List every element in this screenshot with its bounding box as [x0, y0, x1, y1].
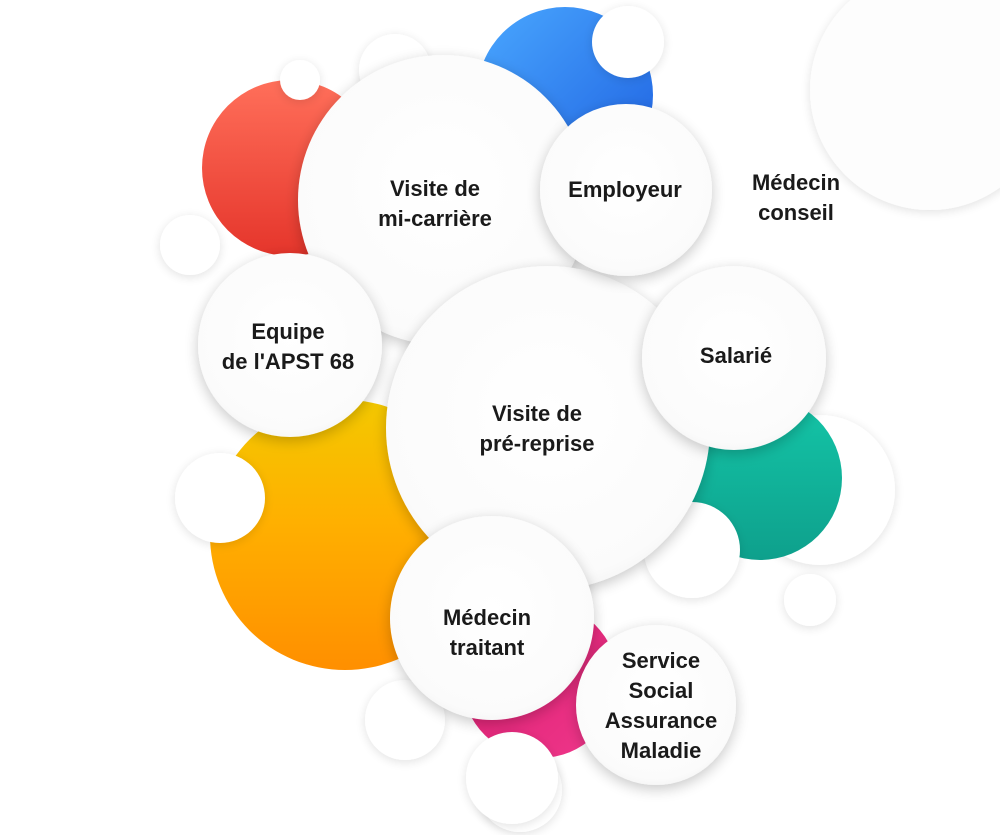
bubble-apst-team: [198, 253, 382, 437]
label-medical-advisor-line2: conseil: [758, 200, 834, 225]
label-employee-line1: Salarié: [699, 343, 773, 368]
bubble-social-service: [576, 625, 736, 785]
label-apst-team-line1: Equipe: [251, 319, 325, 344]
label-employee: Salarié: [700, 341, 772, 371]
label-doctor-line2: traitant: [449, 635, 525, 660]
label-mid-career-line1: Visite de: [389, 176, 481, 201]
label-doctor-line1: Médecin: [442, 605, 532, 630]
label-center-line1: Visite de: [491, 401, 583, 426]
label-employer-line1: Employeur: [568, 177, 682, 202]
label-doctor: Médecin traitant: [443, 603, 531, 663]
label-center: Visite de pré-reprise: [480, 399, 595, 459]
label-social-service-line2: Social: [628, 678, 694, 703]
label-social-service-line3: Assurance: [604, 708, 718, 733]
label-mid-career-line2: mi-carrière: [378, 206, 492, 231]
label-employer: Employeur: [568, 175, 682, 205]
bubble-employee: [642, 266, 826, 450]
label-medical-advisor: Médecin conseil: [752, 168, 840, 228]
label-center-line2: pré-reprise: [479, 431, 595, 456]
label-apst-team-line2: de l'APST 68: [221, 349, 355, 374]
label-social-service: Service Social Assurance Maladie: [605, 646, 718, 766]
label-mid-career: Visite de mi-carrière: [378, 174, 492, 234]
bubble-center: [386, 266, 710, 590]
bubble-employer: [540, 104, 712, 276]
bubble-doctor: [390, 516, 594, 720]
label-social-service-line1: Service: [621, 648, 701, 673]
label-medical-advisor-line1: Médecin: [751, 170, 841, 195]
label-social-service-line4: Maladie: [620, 738, 702, 763]
label-apst-team: Equipe de l'APST 68: [222, 317, 354, 377]
